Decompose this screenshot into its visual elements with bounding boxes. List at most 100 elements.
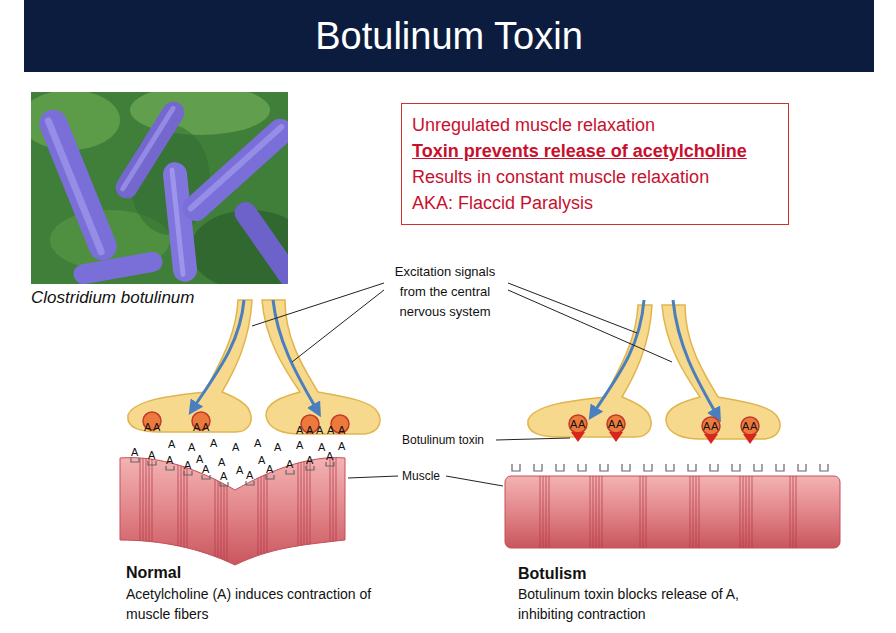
neurotransmitter-letter: A [188,441,195,453]
muscle-contracted-part-part [246,481,254,485]
neurotransmitter-letter: A [193,421,200,433]
muscle-relaxed-part-part [820,464,828,471]
nerve-terminal-normal-part [192,300,244,410]
neurotransmitter-letter: A [168,438,175,450]
neurotransmitter-letter: A [750,420,757,432]
muscle-relaxed-part-part [740,476,752,548]
neurotransmitter-letter: A [246,469,253,481]
nerve-terminal-normal [128,300,380,434]
leader-lines-part [252,283,384,326]
neurotransmitter-letter: A [608,418,615,430]
leader-lines-part [508,283,637,333]
neurotransmitter-letter: A [266,463,273,475]
muscle-contracted-part-part [202,475,210,479]
bacteria-photo-part [177,113,288,226]
muscle-contracted-part [131,458,334,486]
muscle-relaxed-part-part [590,476,602,548]
muscle-contracted-part-part [220,482,228,486]
callout-text: Excitation signals from the central nerv… [380,262,510,322]
muscle-contracted-part-part [330,450,336,570]
neurotransmitter-letter: A [316,424,323,436]
muscle-relaxed-part-part [644,464,652,471]
toxin-vesicles-part [743,434,757,444]
neurotransmitter-letter: A [220,470,227,482]
bacteria-photo-part [162,161,198,283]
bacteria-photo-part [230,198,288,284]
muscle-relaxed-part-part [688,464,696,471]
leader-lines-part [348,476,398,478]
neurotransmitter-letter: A [274,441,281,453]
box-text: Results in constant muscle relaxation [412,164,778,190]
panel-heading: Normal [126,564,181,582]
leader-lines-part [508,290,672,362]
bacteria-photo [31,92,288,284]
muscle-relaxed-part-part [540,476,549,548]
neurotransmitter-letter: A [327,424,334,436]
bacteria-photo-part-part [186,123,285,213]
callout-text: Botulinum toxin [402,433,484,447]
muscle-contracted-part [120,458,345,565]
muscle-contracted-part-part [131,458,139,462]
box-text: AKA: Flaccid Paralysis [412,190,778,216]
neurotransmitter-letter: A [711,420,718,432]
muscle-contracted-part-part [215,450,227,570]
leader-lines-part [446,476,503,486]
toxin-vesicles-part [607,415,625,433]
muscle-relaxed-part-part [534,464,542,471]
neurotransmitter-letter: A [254,437,261,449]
muscle-relaxed-part-part [798,464,806,471]
neurotransmitter-letter: A [306,424,313,436]
muscle-relaxed-part [540,476,796,548]
neurotransmitter-letter: A [184,459,191,471]
muscle-contracted-part-part [298,450,310,570]
nerve-terminal-botulism-part [662,305,780,439]
muscle-relaxed-part-part [622,464,630,471]
bacteria-photo-part-part [162,161,198,283]
bacteria-photo-part-part [230,198,288,284]
neurotransmitter-letter: A [318,441,325,453]
species-caption: Clostridium botulinum [31,288,194,308]
toxin-vesicles-part [741,417,759,435]
neurotransmitter-letter: A [326,450,333,462]
neurotransmitter-letter: A [258,454,265,466]
neurotransmitter-letter: A [296,424,303,436]
neurotransmitter-letter: A [703,420,710,432]
box-text: Unregulated muscle relaxation [412,112,778,138]
muscle-relaxed-part-part [754,464,762,471]
info-box: Unregulated muscle relaxationToxin preve… [401,103,789,225]
muscle-relaxed-part-part [666,464,674,471]
muscle-relaxed-part-part [790,476,796,548]
bacteria-photo-part-part [72,250,164,284]
neurotransmitter-letter: A [296,439,303,451]
leader-lines-part [292,290,384,362]
muscle-contracted-part-part [140,450,152,570]
muscle-contracted-part-part [166,466,174,470]
box-text: Toxin prevents release of acetylcholine [412,138,778,164]
neurotransmitter-letter: A [232,441,239,453]
neurotransmitter-letter: A [338,424,345,436]
muscle-relaxed-part-part [512,464,520,471]
muscle-relaxed-part-part [600,464,608,471]
muscle-contracted [120,450,345,570]
nerve-terminal-normal-part [128,300,252,432]
neurotransmitter-letter: A [148,449,155,461]
muscle-contracted-part-part [258,450,267,570]
bacteria-photo-part-part [44,116,106,256]
leader-lines-part [496,438,570,440]
neurotransmitter-letter: A [616,418,623,430]
neurotransmitter-letter: A [742,420,749,432]
neurotransmitter-letter: A [202,421,209,433]
toxin-vesicles-part [569,415,587,433]
toxin-vesicles-part [571,432,585,442]
toxin-vesicles-part [702,417,720,435]
nerve-terminal-botulism-part [592,300,644,415]
nerve-terminal-botulism-part [528,305,652,437]
muscle-relaxed-part-part [710,464,718,471]
toxin-vesicles [569,415,759,444]
neurotransmitter-letter: A [210,437,217,449]
nerve-terminal-normal-part [262,300,380,434]
muscle-relaxed-part-part [776,464,784,471]
neurotransmitter-letter: A [131,446,138,458]
muscle-contracted-part-part [266,475,274,479]
